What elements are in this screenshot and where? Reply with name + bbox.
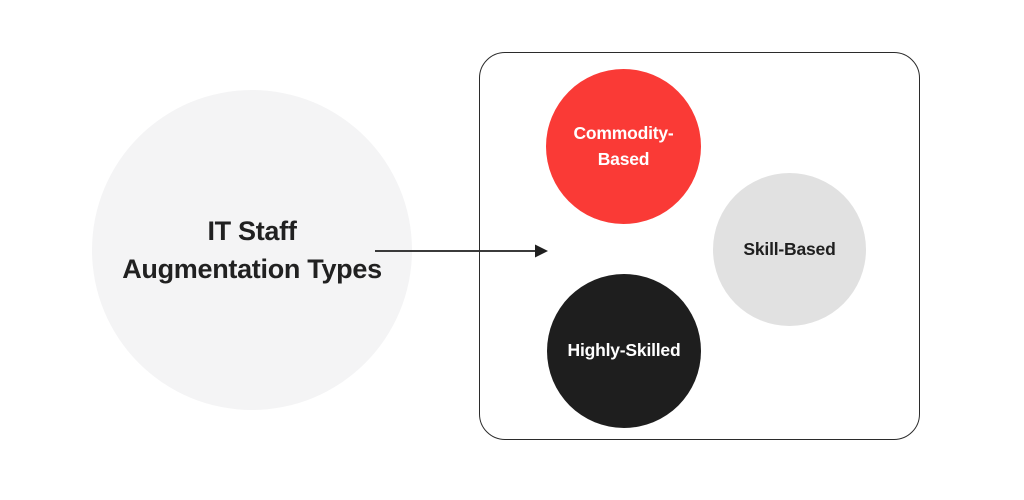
type-label-commodity-based: Commodity-Based [573,122,674,169]
types-panel: Commodity-Based Skill-Based Highly-Skill… [479,52,920,440]
type-label-highly-skilled: Highly-Skilled [567,340,681,361]
concept-bubble: IT Staff Augmentation Types [92,90,412,410]
type-circle-commodity-based[interactable]: Commodity-Based [546,69,701,224]
type-circle-highly-skilled[interactable]: Highly-Skilled [547,274,701,428]
type-circle-skill-based[interactable]: Skill-Based [713,173,866,326]
concept-label: IT Staff Augmentation Types [122,215,382,284]
type-label-skill-based: Skill-Based [743,238,836,259]
arrow-right-icon [375,244,548,258]
